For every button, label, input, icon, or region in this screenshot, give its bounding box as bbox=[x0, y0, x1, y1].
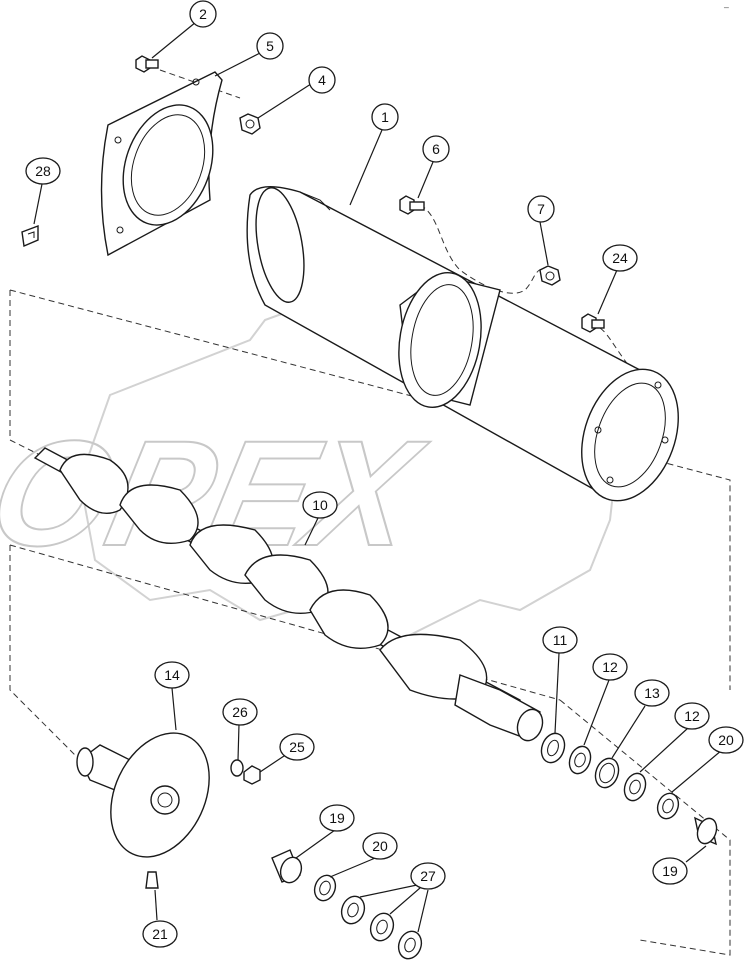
part-28-clip bbox=[21, 224, 39, 248]
callout-10-label: 10 bbox=[312, 497, 328, 513]
part-19-bushing-a bbox=[694, 816, 718, 846]
callout-21-label: 21 bbox=[152, 926, 168, 942]
callout-1-label: 1 bbox=[381, 109, 389, 125]
callout-11: 11 bbox=[542, 626, 578, 654]
callout-5-label: 5 bbox=[266, 38, 274, 54]
callout-4-label: 4 bbox=[318, 72, 326, 88]
callout-28-label: 28 bbox=[35, 163, 51, 179]
callout-24: 24 bbox=[602, 244, 638, 272]
part-24-bolt bbox=[581, 313, 605, 333]
part-12-washer-b bbox=[623, 772, 647, 802]
callout-13: 13 bbox=[634, 679, 670, 707]
callout-12b-label: 12 bbox=[684, 708, 700, 724]
part-5-bearing-plate bbox=[100, 71, 223, 257]
callout-24-label: 24 bbox=[612, 250, 628, 266]
callout-20a: 20 bbox=[708, 726, 744, 754]
callout-14: 14 bbox=[154, 661, 190, 689]
part-7-nut bbox=[539, 265, 561, 286]
part-19-bushing-b bbox=[271, 849, 303, 884]
part-13-thrust-bearing bbox=[594, 757, 620, 789]
callout-12a-label: 12 bbox=[602, 659, 618, 675]
callout-5: 5 bbox=[256, 32, 284, 60]
part-4-nut bbox=[239, 113, 261, 135]
part-21-grease-fitting bbox=[145, 871, 159, 889]
callout-12a: 12 bbox=[592, 653, 628, 681]
part-2-bolt bbox=[135, 55, 159, 73]
part-20-seal-a bbox=[656, 792, 680, 820]
callout-21: 21 bbox=[142, 920, 178, 948]
callout-27-label: 27 bbox=[420, 868, 436, 884]
callout-26: 26 bbox=[222, 698, 258, 726]
callout-19a: 19 bbox=[652, 857, 688, 885]
corner-mark: — bbox=[723, 4, 729, 13]
part-12-washer-a bbox=[568, 745, 592, 775]
callout-4: 4 bbox=[308, 66, 336, 94]
callout-20b: 20 bbox=[362, 832, 398, 860]
callout-19a-label: 19 bbox=[662, 863, 678, 879]
callout-13-label: 13 bbox=[644, 685, 660, 701]
callout-20b-label: 20 bbox=[372, 838, 388, 854]
callout-28: 28 bbox=[25, 157, 61, 185]
part-14-end-plate bbox=[76, 732, 210, 858]
part-27-shims bbox=[340, 895, 423, 960]
callout-6: 6 bbox=[422, 135, 450, 163]
callout-10: 10 bbox=[302, 491, 338, 519]
callout-2-label: 2 bbox=[199, 6, 207, 22]
part-10-auger bbox=[33, 447, 544, 742]
part-11-spacer bbox=[540, 732, 566, 764]
callout-20a-label: 20 bbox=[718, 732, 734, 748]
callout-7-label: 7 bbox=[537, 201, 545, 217]
callout-19b-label: 19 bbox=[329, 810, 345, 826]
part-6-bolt bbox=[399, 195, 425, 215]
callout-7: 7 bbox=[527, 195, 555, 223]
part-20-seal-b bbox=[313, 874, 337, 902]
callout-1: 1 bbox=[371, 103, 399, 131]
part-25-nut bbox=[243, 765, 261, 785]
callout-25-label: 25 bbox=[289, 739, 305, 755]
part-26-washer bbox=[230, 759, 244, 777]
callout-11-label: 11 bbox=[553, 632, 568, 648]
callout-27: 27 bbox=[410, 862, 446, 890]
callout-25: 25 bbox=[279, 733, 315, 761]
callout-26-label: 26 bbox=[232, 704, 248, 720]
callout-19b: 19 bbox=[319, 804, 355, 832]
callout-14-label: 14 bbox=[164, 667, 180, 683]
part-1-housing-tube bbox=[246, 186, 679, 502]
callout-2: 2 bbox=[189, 0, 217, 28]
callout-12b: 12 bbox=[674, 702, 710, 730]
leader-lines bbox=[33, 21, 723, 933]
callout-6-label: 6 bbox=[432, 141, 440, 157]
